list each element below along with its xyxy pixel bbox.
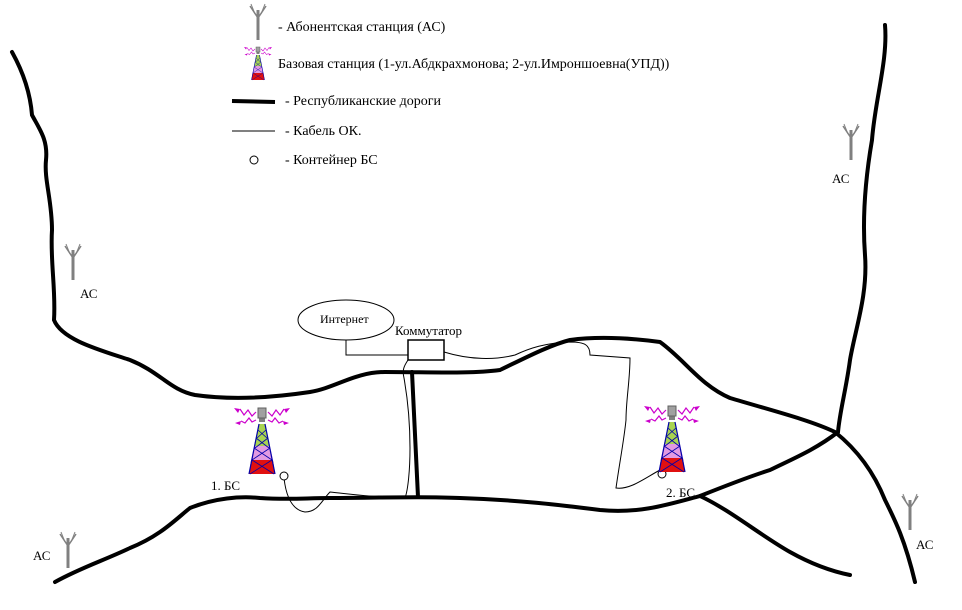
road-left-winding <box>10 50 387 400</box>
cable-internet-switch <box>345 340 408 356</box>
legend-cable-label: - Кабель ОК. <box>285 124 362 139</box>
bs1-label: 1. БС <box>211 478 241 493</box>
base-station-2-icon <box>643 405 701 473</box>
road-middle-upper <box>383 335 917 584</box>
road-right-vertical <box>698 23 888 498</box>
as-left-bottom-label: АС <box>33 548 51 563</box>
bs2-label: 2. БС <box>666 485 696 500</box>
switch-box[interactable] <box>407 339 445 361</box>
legend-container-label: - Контейнер БС <box>285 153 378 168</box>
legend-antenna-icon <box>248 2 268 42</box>
legend-base-station-label: Базовая станция (1-ул.Абдкрахмонова; 2-у… <box>278 57 670 72</box>
legend-container-icon <box>249 155 259 165</box>
legend-subscriber-station-label: - Абонентская станция (АС) <box>278 20 446 35</box>
as-right-bottom-label: АС <box>916 537 934 552</box>
legend-tower-icon <box>243 46 273 81</box>
internet-label: Интернет <box>320 312 369 326</box>
switch-label: Коммутатор <box>395 323 463 338</box>
base-station-1-icon <box>233 407 291 475</box>
as-left-top-label: АС <box>80 286 98 301</box>
road-connector-vertical <box>410 370 420 499</box>
as-right-top-label: АС <box>832 171 850 186</box>
road-bottom <box>53 493 852 584</box>
cable-switch-east <box>443 341 661 489</box>
internet-cloud[interactable] <box>297 299 395 341</box>
subscriber-station-left-bottom-icon <box>58 530 78 570</box>
legend-road-icon <box>231 99 276 104</box>
subscriber-station-left-top-icon <box>63 242 83 282</box>
cable-switch-west <box>283 359 411 513</box>
subscriber-station-right-top-icon <box>841 122 861 162</box>
container-bs1 <box>279 471 289 481</box>
subscriber-station-right-bottom-icon <box>900 492 920 532</box>
legend-roads-label: - Республиканские дороги <box>285 94 441 109</box>
